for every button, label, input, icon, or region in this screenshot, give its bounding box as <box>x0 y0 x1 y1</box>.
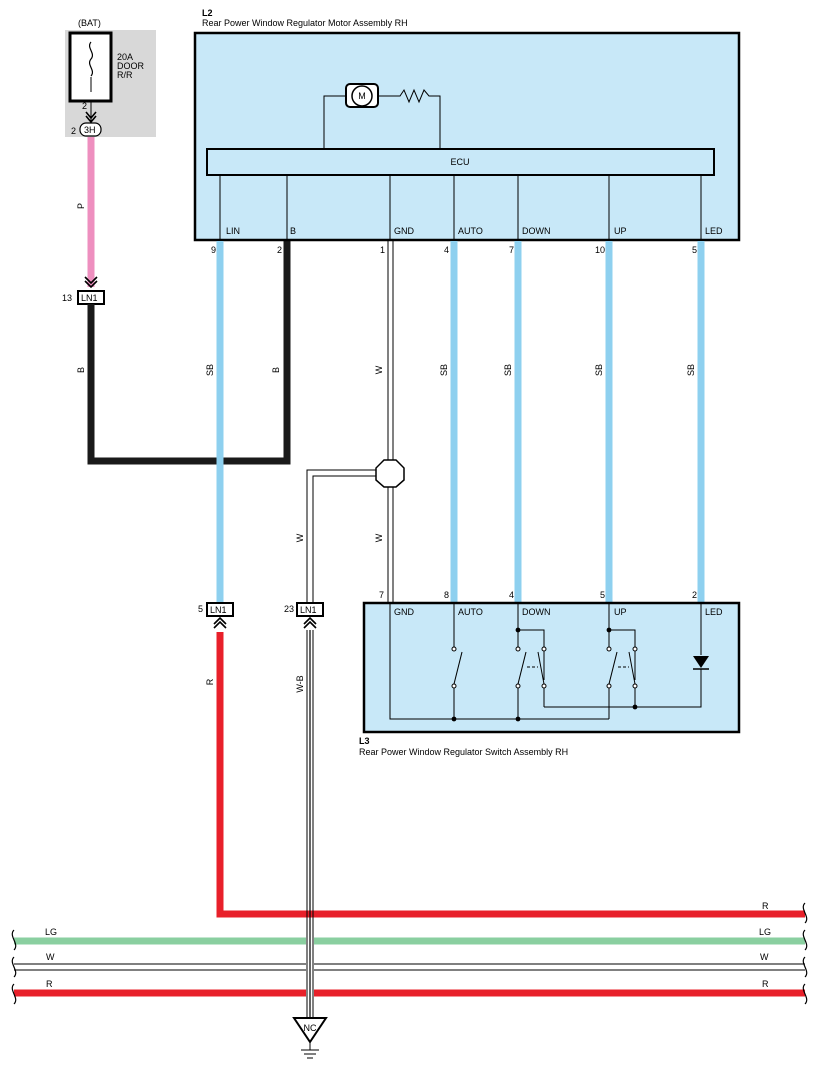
l2-terminal-auto: AUTO <box>458 226 483 236</box>
fuse-icon <box>88 41 94 77</box>
connector-3h-pin: 2 <box>71 126 76 136</box>
b-power-color-label: B <box>76 367 86 373</box>
l3-pin-up: 5 <box>600 590 605 600</box>
power-source-label: (BAT) <box>78 18 101 28</box>
ln1-lin-pin: 5 <box>198 604 203 614</box>
b-power-wire <box>87 241 291 465</box>
l3-terminal-down: DOWN <box>522 607 551 617</box>
chevron-up-icon <box>213 616 227 625</box>
ln1-power-pin: 13 <box>62 293 72 303</box>
l3-terminal-led: LED <box>705 607 723 617</box>
chevron-down-icon <box>85 111 97 120</box>
led-diode-icon <box>693 656 709 668</box>
l3-pin-auto: 8 <box>444 590 449 600</box>
l2-pin-auto: 4 <box>444 245 449 255</box>
bus-lg-left-label: LG <box>45 927 57 937</box>
l3-title: Rear Power Window Regulator Switch Assem… <box>359 747 568 757</box>
connector-ln1-power-label: LN1 <box>81 293 98 303</box>
l3-terminal-gnd: GND <box>394 607 415 617</box>
bus-w-left-label: W <box>46 952 55 962</box>
lin-out-wire <box>216 632 805 918</box>
l2-terminal-led: LED <box>705 226 723 236</box>
b-return-color-label: B <box>271 367 281 373</box>
bus-r-upper-right-label: R <box>762 901 769 911</box>
motor-circuit-wire <box>323 95 346 149</box>
chevron-down-icon <box>84 280 98 289</box>
lin-out-color-label: R <box>205 678 215 685</box>
l2-code: L2 <box>202 8 213 18</box>
ln1-ground-pin: 23 <box>284 604 294 614</box>
l2-terminal-lin: LIN <box>226 226 240 236</box>
chevron-up-icon <box>303 616 317 625</box>
motor-icon <box>351 85 373 107</box>
l3-terminal-auto: AUTO <box>458 607 483 617</box>
connector-ln1-ground-label: LN1 <box>300 605 317 615</box>
auto-color-label: SB <box>439 364 449 376</box>
gnd-upper-color-label: W <box>374 365 384 374</box>
fuse-name-line1: DOOR <box>117 61 145 71</box>
chevron-up-icon <box>213 620 227 629</box>
chevron-up-icon <box>303 620 317 629</box>
bus-r-right-label: R <box>762 979 769 989</box>
l2-terminal-up: UP <box>614 226 627 236</box>
chevron-down-icon <box>84 276 98 285</box>
l2-pin-led: 5 <box>692 245 697 255</box>
l2-title: Rear Power Window Regulator Motor Assemb… <box>202 18 408 28</box>
bus-break-marks-right <box>802 902 808 1005</box>
fuse-rating: 20A <box>117 52 133 62</box>
l2-pin-up: 10 <box>595 245 605 255</box>
bus-break-marks-left <box>11 929 17 1005</box>
l2-pin-gnd: 1 <box>380 245 385 255</box>
l3-terminal-up: UP <box>614 607 627 617</box>
l2-terminal-gnd: GND <box>394 226 415 236</box>
chevron-down-icon <box>85 115 97 124</box>
l3-switch-contacts <box>451 627 638 722</box>
l2-pin-lin: 9 <box>211 245 216 255</box>
down-color-label: SB <box>503 364 513 376</box>
bus-r-left-label: R <box>46 979 53 989</box>
power-in-color-label: P <box>76 203 86 209</box>
ground-point-label: NC <box>304 1023 317 1033</box>
fuse-pin: 2 <box>82 101 87 111</box>
fuse-name-line2: R/R <box>117 70 133 80</box>
l3-internal-circuit <box>389 603 702 720</box>
l2-terminal-b: B <box>290 226 296 236</box>
splice-point <box>375 459 405 488</box>
bus-w-right-label: W <box>760 952 769 962</box>
connector-ln1-lin-label: LN1 <box>210 605 227 615</box>
ground-point-nc <box>292 1017 328 1044</box>
up-color-label: SB <box>594 364 604 376</box>
l3-pin-gnd: 7 <box>379 590 384 600</box>
l3-pin-down: 4 <box>509 590 514 600</box>
l3-switch-assembly-box <box>362 601 741 734</box>
motor-symbol: M <box>358 91 366 101</box>
l2-pin-down: 7 <box>509 245 514 255</box>
l3-code: L3 <box>359 736 370 746</box>
l2-terminal-down: DOWN <box>522 226 551 236</box>
resistor-icon <box>378 88 441 149</box>
gnd-splice-branch-inner <box>312 475 381 603</box>
ecu-box <box>206 148 715 176</box>
ground-out-color-label: W-B <box>295 675 305 692</box>
switch-contact-terminals <box>451 646 638 689</box>
l2-pin-b: 2 <box>277 245 282 255</box>
connector-ln1-lin <box>206 602 234 617</box>
gnd-splice-branch-outer <box>306 469 381 603</box>
l3-pin-led: 2 <box>692 590 697 600</box>
bus-lg-right-label: LG <box>759 927 771 937</box>
ground-icon <box>301 1049 319 1059</box>
gnd-splice-color-label: W <box>295 533 305 542</box>
l2-motor-assembly-box <box>193 31 741 242</box>
bus-line-w <box>14 963 805 971</box>
lin-color-label: SB <box>205 364 215 376</box>
connector-ln1-ground <box>296 602 324 617</box>
gnd-lower-color-label: W <box>374 533 384 542</box>
connector-3h <box>79 122 102 137</box>
connector-3h-label: 3H <box>84 125 96 135</box>
led-color-label: SB <box>686 364 696 376</box>
ecu-label: ECU <box>450 157 469 167</box>
